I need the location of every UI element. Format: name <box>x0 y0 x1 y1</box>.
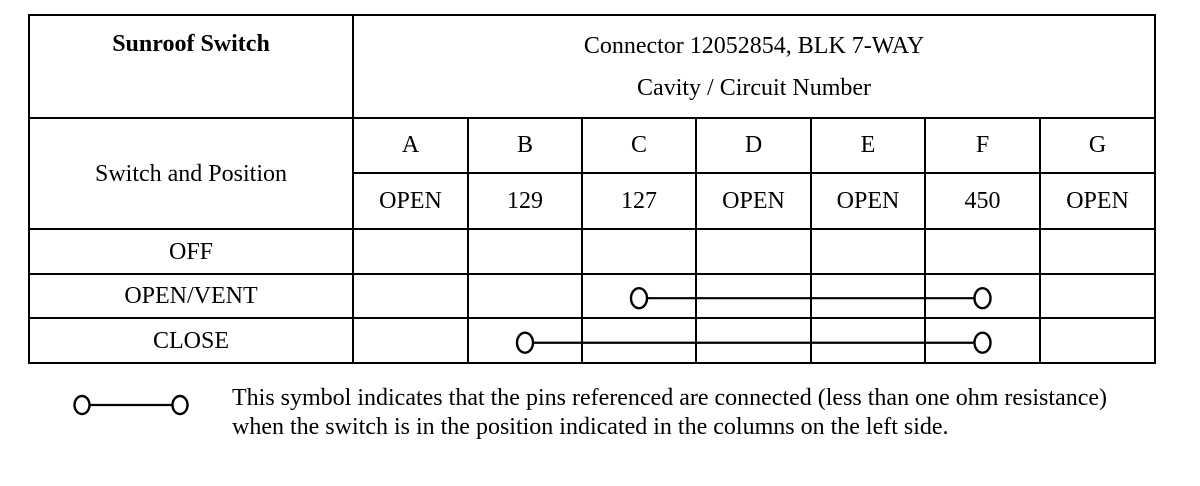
circuit-number: 450 <box>924 171 1041 231</box>
connector-label: Connector 12052854, BLK 7-WAY <box>583 32 925 59</box>
grid-cell <box>581 273 697 320</box>
switch-position-label: Switch and Position <box>28 117 354 231</box>
grid-cell <box>695 318 812 364</box>
grid-cell <box>924 318 1041 364</box>
grid-cell <box>352 228 469 275</box>
cavity-letter: B <box>467 117 583 174</box>
grid-cell <box>1038 228 1157 275</box>
component-label: Sunroof Switch <box>28 13 354 120</box>
circuit-number: OPEN <box>1038 171 1157 231</box>
grid-cell <box>695 273 812 320</box>
grid-cell <box>352 318 469 364</box>
grid-cell <box>581 228 697 275</box>
position-label: CLOSE <box>28 318 354 364</box>
switch-continuity-table: Sunroof Switch Connector 12052854, BLK 7… <box>28 13 1157 364</box>
grid-cell <box>467 273 583 320</box>
cavity-letter: F <box>924 117 1041 174</box>
grid-cell <box>810 273 926 320</box>
cavity-letter: G <box>1038 117 1157 174</box>
grid-cell <box>581 318 697 364</box>
circuit-number: 129 <box>467 171 583 231</box>
grid-cell <box>810 318 926 364</box>
grid-cell <box>352 273 469 320</box>
cavity-letter: D <box>695 117 812 174</box>
cavity-letter: E <box>810 117 926 174</box>
grid-cell <box>695 228 812 275</box>
circuit-number: 127 <box>581 171 697 231</box>
grid-cell <box>467 318 583 364</box>
legend-text: This symbol indicates that the pins refe… <box>232 385 1108 440</box>
grid-cell <box>924 228 1041 275</box>
grid-cell <box>1038 318 1157 364</box>
circuit-number: OPEN <box>695 171 812 231</box>
grid-cell <box>810 228 926 275</box>
grid-cell <box>467 228 583 275</box>
connector-header: Connector 12052854, BLK 7-WAY Cavity / C… <box>351 13 1157 120</box>
grid-cell <box>1038 273 1157 320</box>
connection-symbol-icon <box>73 394 189 416</box>
grid-cell <box>924 273 1041 320</box>
circuit-number: OPEN <box>810 171 926 231</box>
cavity-label: Cavity / Circuit Number <box>637 74 872 101</box>
position-label: OFF <box>28 228 354 275</box>
position-label: OPEN/VENT <box>28 273 354 320</box>
circuit-number: OPEN <box>352 171 469 231</box>
cavity-letter: C <box>581 117 697 174</box>
cavity-letter: A <box>352 117 469 174</box>
